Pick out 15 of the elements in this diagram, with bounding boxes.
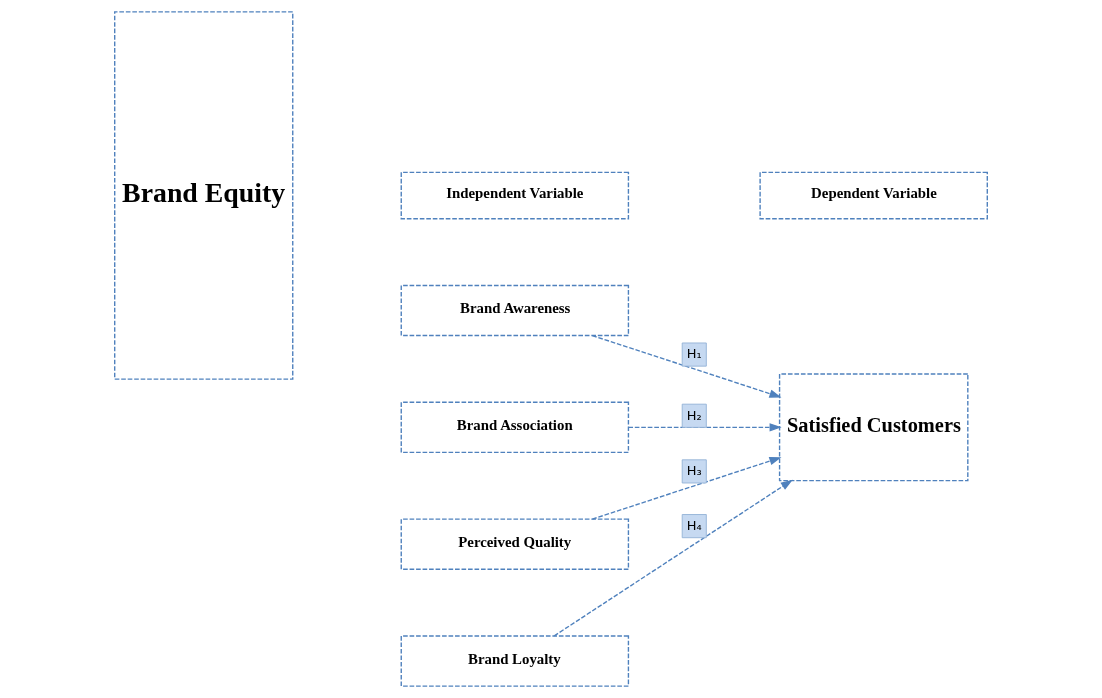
node-box: Brand Loyalty [400,635,630,687]
edge-label: H₁ [686,346,702,362]
node-box: Brand Association [400,401,630,454]
node-box: Dependent Variable [759,171,988,220]
node-box: Satisfied Customers [778,373,969,482]
arrow [553,479,793,637]
node-box: Perceived Quality [400,518,630,570]
edge-label: H₂ [686,407,702,423]
arrow [591,334,782,398]
edge-label: H₄ [686,518,702,534]
arrow [627,423,782,432]
node-box: Independent Variable [400,171,630,220]
edge-label: H₃ [686,463,702,479]
node-box: Brand Equity [114,11,294,380]
node-box: Brand Awareness [400,284,630,337]
